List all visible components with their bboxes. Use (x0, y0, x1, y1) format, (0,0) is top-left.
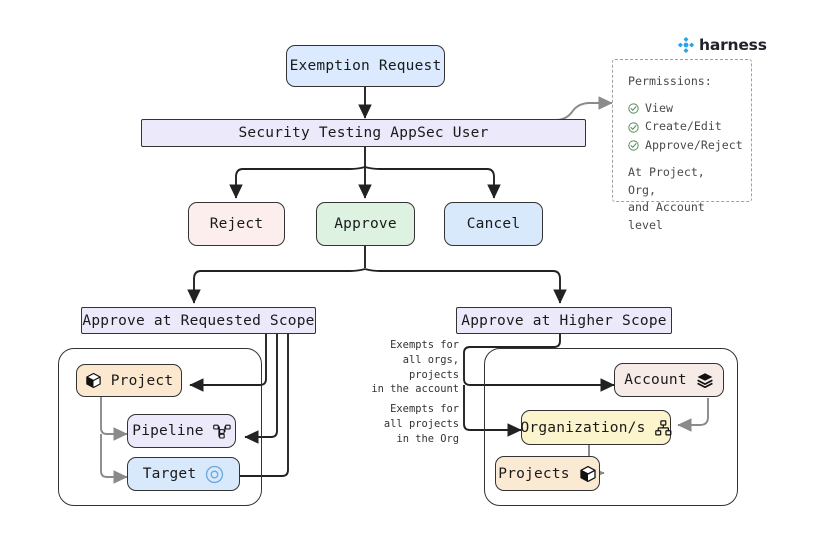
node-label: Approve at Higher Scope (461, 312, 667, 329)
node-label: Projects (498, 465, 570, 482)
target-circle-icon (205, 465, 224, 484)
brand-name: harness (699, 36, 767, 54)
permissions-title: Permissions: (628, 74, 712, 88)
node-approve[interactable]: Approve (316, 202, 415, 246)
requested-scope-group (58, 348, 262, 506)
node-exemption-request[interactable]: Exemption Request (286, 45, 445, 87)
layers-icon (696, 371, 714, 389)
node-security-testing-appsec-user[interactable]: Security Testing AppSec User (141, 119, 586, 147)
node-approve-at-requested-scope[interactable]: Approve at Requested Scope (81, 307, 316, 334)
permission-item-approve-reject: Approve/Reject (628, 137, 743, 155)
node-label: Target (142, 466, 197, 482)
node-label: Approve at Requested Scope (82, 312, 315, 329)
node-projects[interactable]: Projects (495, 456, 600, 491)
permission-label: Create/Edit (645, 119, 722, 134)
permissions-footer-line1: At Project, Org, (628, 165, 705, 197)
pipeline-icon (212, 424, 231, 439)
annotation-exempts-account: Exempts for all orgs, projects in the ac… (371, 339, 459, 396)
permissions-footer: At Project, Org, and Account level (628, 164, 738, 234)
brand-logo: harness (678, 36, 767, 54)
harness-diamond-logo (678, 37, 694, 53)
node-label: Cancel (466, 216, 521, 232)
permissions-panel: Permissions: View Create/Edit Approve/Re… (612, 59, 752, 232)
node-cancel[interactable]: Cancel (444, 202, 543, 246)
node-label: Account (624, 372, 687, 388)
node-reject[interactable]: Reject (188, 202, 285, 246)
node-label: Exemption Request (289, 58, 442, 74)
cube-icon (85, 372, 102, 389)
org-tree-icon (654, 419, 672, 436)
node-approve-at-higher-scope[interactable]: Approve at Higher Scope (456, 307, 672, 334)
node-target[interactable]: Target (127, 457, 240, 491)
node-label: Organization/s (520, 419, 646, 436)
cube-icon (579, 465, 597, 483)
check-circle-icon (628, 140, 639, 151)
check-circle-icon (628, 103, 639, 114)
node-account[interactable]: Account (614, 363, 724, 397)
node-label: Project (110, 372, 174, 389)
permission-item-create-edit: Create/Edit (628, 118, 738, 136)
node-label: Pipeline (132, 423, 204, 439)
permission-label: View (645, 100, 673, 115)
permissions-list: View Create/Edit Approve/Reject (628, 100, 743, 155)
higher-scope-group (484, 348, 738, 506)
node-organizations[interactable]: Organization/s (520, 410, 672, 445)
node-label: Reject (209, 216, 264, 232)
node-label: Approve (334, 216, 397, 232)
permissions-footer-line2: and Account level (628, 200, 705, 232)
node-label: Security Testing AppSec User (238, 125, 489, 141)
node-pipeline[interactable]: Pipeline (127, 414, 236, 448)
check-circle-icon (628, 121, 639, 133)
permission-item-view: View (628, 100, 738, 118)
permission-label: Approve/Reject (645, 137, 743, 152)
node-project[interactable]: Project (76, 364, 182, 397)
annotation-exempts-org: Exempts for all projects in the Org (383, 403, 459, 445)
